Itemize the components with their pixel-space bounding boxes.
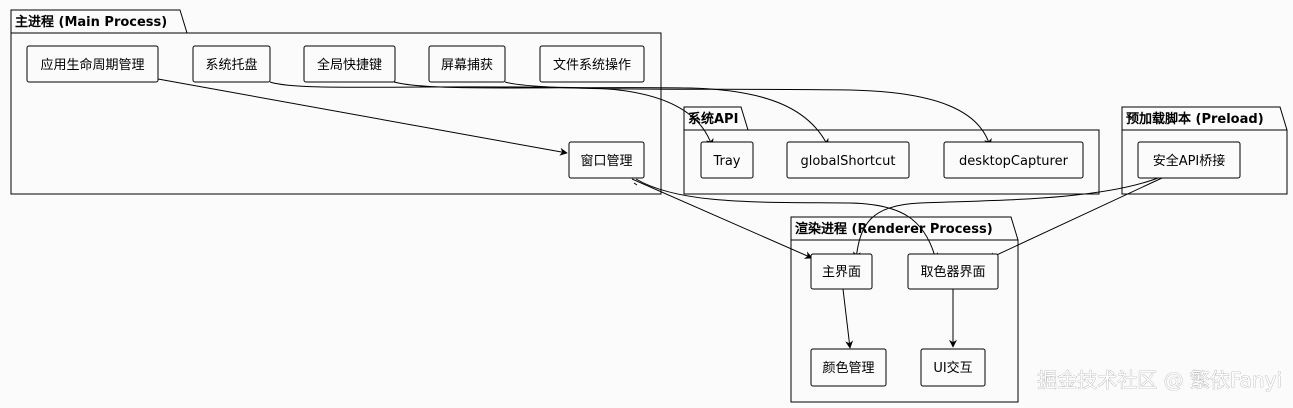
edge-window-to-color-picker [635, 178, 939, 261]
node-window-mgmt[interactable]: 窗口管理 [568, 141, 645, 179]
package-title-renderer: 渲染进程 (Renderer Process) [795, 221, 993, 237]
svg-text:UI交互: UI交互 [933, 360, 972, 376]
watermark-text: 掘金技术社区 @ 繁依Fanyi [1037, 368, 1282, 392]
svg-text:全局快捷键: 全局快捷键 [317, 57, 382, 73]
svg-text:globalShortcut: globalShortcut [800, 154, 895, 169]
node-global-shortcut-api[interactable]: globalShortcut [786, 141, 910, 179]
edge-lifecycle-to-window [157, 78, 568, 156]
node-desktop-capturer-api[interactable]: desktopCapturer [943, 141, 1084, 179]
node-ui-interaction[interactable]: UI交互 [920, 348, 986, 387]
svg-text:颜色管理: 颜色管理 [822, 360, 874, 376]
edge-tray-to-tray-api [269, 81, 714, 147]
node-main-ui[interactable]: 主界面 [810, 253, 873, 290]
edge-capture-to-desktopcapturer [504, 81, 992, 147]
node-file-system-ops[interactable]: 文件系统操作 [539, 45, 645, 83]
svg-text:主界面: 主界面 [822, 265, 861, 280]
edge-main-ui-to-color-mgmt [842, 288, 854, 349]
node-screen-capture[interactable]: 屏幕捕获 [428, 45, 506, 83]
svg-text:窗口管理: 窗口管理 [580, 153, 632, 169]
edges [157, 78, 1163, 349]
package-preload: 预加载脚本 (Preload) [1121, 106, 1288, 195]
package-title-system-api: 系统API [688, 111, 738, 127]
node-color-picker-ui[interactable]: 取色器界面 [907, 253, 999, 290]
node-global-shortcut-key[interactable]: 全局快捷键 [303, 45, 396, 83]
edge-window-to-main-ui [631, 178, 813, 259]
svg-text:系统托盘: 系统托盘 [205, 57, 257, 73]
node-app-lifecycle[interactable]: 应用生命周期管理 [26, 45, 159, 83]
package-title-preload: 预加载脚本 (Preload) [1126, 111, 1264, 127]
package-system-api: 系统API [683, 106, 1100, 195]
edge-shortcut-to-globalshortcut [393, 81, 829, 147]
package-main-process: 主进程 (Main Process) [10, 9, 662, 195]
svg-text:文件系统操作: 文件系统操作 [553, 57, 631, 73]
svg-text:取色器界面: 取色器界面 [920, 264, 985, 280]
node-tray-api[interactable]: Tray [700, 141, 754, 179]
node-system-tray[interactable]: 系统托盘 [192, 45, 271, 83]
node-color-mgmt[interactable]: 颜色管理 [810, 348, 887, 387]
svg-text:Tray: Tray [712, 154, 740, 169]
svg-text:应用生命周期管理: 应用生命周期管理 [40, 57, 144, 73]
package-title-main: 主进程 (Main Process) [15, 14, 167, 30]
svg-text:屏幕捕获: 屏幕捕获 [441, 57, 493, 73]
edge-bridge-to-main-ui [852, 177, 1159, 260]
svg-text:desktopCapturer: desktopCapturer [959, 154, 1069, 169]
svg-text:安全API桥接: 安全API桥接 [1153, 153, 1226, 169]
package-renderer-process: 渲染进程 (Renderer Process) [790, 216, 1019, 403]
edge-bridge-to-color-picker [987, 177, 1163, 260]
node-secure-api-bridge[interactable]: 安全API桥接 [1137, 141, 1241, 179]
